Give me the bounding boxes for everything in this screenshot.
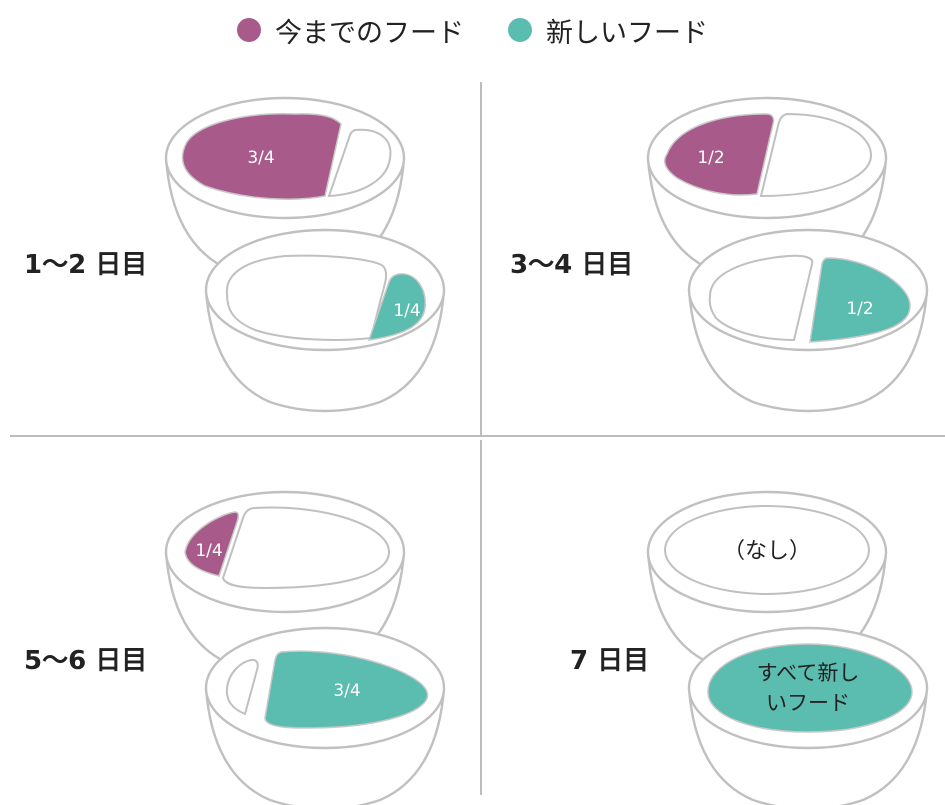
portion-text-old-1-2: 3/4 xyxy=(247,148,274,168)
bowl-new-food-1-2: 1/4 xyxy=(204,228,446,413)
legend-label-old-food: 今までのフード xyxy=(275,17,464,49)
portion-text-old-5-6: 1/4 xyxy=(195,541,222,561)
day-label-7: 7 日目 xyxy=(570,646,650,676)
day-label-3-4: 3〜4 日目 xyxy=(510,250,634,280)
legend: 今までのフード 新しいフード xyxy=(0,8,945,52)
day-label-1-2: 1〜2 日目 xyxy=(24,250,148,280)
bowl-old-food-1-2: 3/4 xyxy=(164,96,406,281)
new-food-color-dot xyxy=(508,18,532,42)
bowl-old-food-3-4: 1/2 xyxy=(646,96,888,281)
bowl-new-food-3-4: 1/2 xyxy=(687,228,929,413)
bowl-new-food-7: すべて新し いフード xyxy=(687,626,929,805)
legend-item-old-food: 今までのフード xyxy=(237,11,464,50)
old-food-color-dot xyxy=(237,18,261,42)
bowl-old-food-7: （なし） xyxy=(646,490,888,675)
portion-text-new-3-4: 1/2 xyxy=(846,299,873,319)
legend-item-new-food: 新しいフード xyxy=(508,11,708,50)
day-label-5-6: 5〜6 日目 xyxy=(24,646,148,676)
portion-text-new-7-line1: すべて新し xyxy=(757,661,860,685)
legend-label-new-food: 新しいフード xyxy=(546,17,708,49)
bowl-new-food-5-6: 3/4 xyxy=(204,626,446,805)
portion-text-new-7-line2: いフード xyxy=(766,691,850,715)
bowl-old-food-5-6: 1/4 xyxy=(164,490,406,675)
portion-text-old-3-4: 1/2 xyxy=(697,148,724,168)
portion-text-new-1-2: 1/4 xyxy=(393,301,420,321)
portion-text-old-7: （なし） xyxy=(723,539,811,564)
portion-text-new-5-6: 3/4 xyxy=(333,681,360,701)
